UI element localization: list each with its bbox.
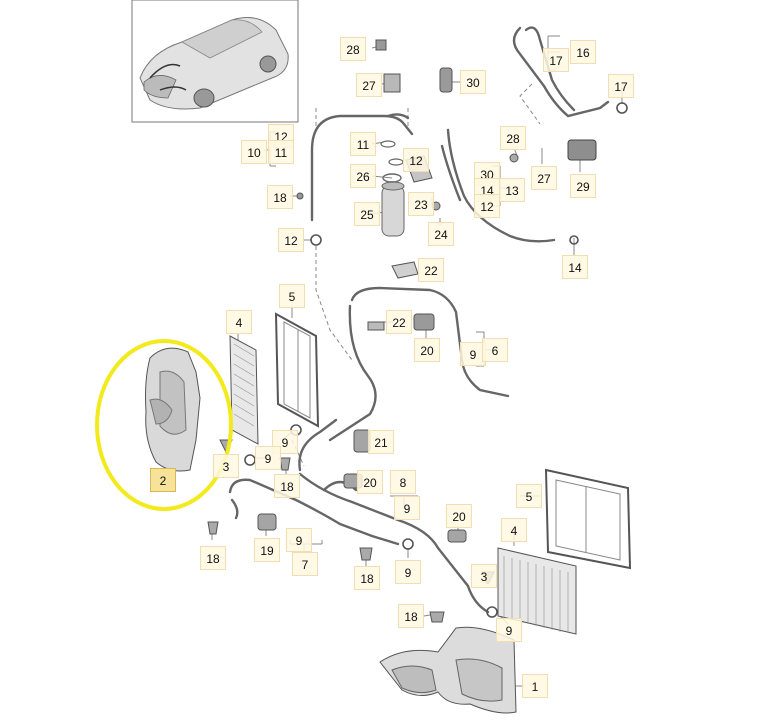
callout-9[interactable]: 9 [395, 560, 421, 584]
callout-29[interactable]: 29 [570, 174, 596, 198]
callout-27[interactable]: 27 [356, 73, 382, 97]
callout-9[interactable]: 9 [272, 430, 298, 454]
callout-9[interactable]: 9 [255, 446, 281, 470]
callout-11[interactable]: 11 [268, 140, 294, 164]
callout-12[interactable]: 12 [278, 228, 304, 252]
car-thumbnail [131, 0, 299, 123]
callout-9[interactable]: 9 [286, 528, 312, 552]
callout-9[interactable]: 9 [394, 496, 420, 520]
callout-20[interactable]: 20 [357, 470, 383, 494]
callout-18[interactable]: 18 [398, 604, 424, 628]
callout-5[interactable]: 5 [279, 284, 305, 308]
callout-5[interactable]: 5 [516, 484, 542, 508]
callout-30[interactable]: 30 [460, 70, 486, 94]
callout-13[interactable]: 13 [499, 178, 525, 202]
callout-4[interactable]: 4 [226, 310, 252, 334]
callout-17[interactable]: 17 [543, 48, 569, 72]
refrigerant-pipes [228, 26, 610, 614]
callout-11[interactable]: 11 [350, 132, 376, 156]
callout-17[interactable]: 17 [608, 74, 634, 98]
callout-27[interactable]: 27 [531, 166, 557, 190]
callout-7[interactable]: 7 [292, 552, 318, 576]
callout-10[interactable]: 10 [241, 140, 267, 164]
callout-14[interactable]: 14 [562, 255, 588, 279]
condenser-upper [229, 335, 259, 445]
callout-20[interactable]: 20 [446, 504, 472, 528]
callout-22[interactable]: 22 [418, 258, 444, 282]
callout-22[interactable]: 22 [386, 310, 412, 334]
callout-12[interactable]: 12 [403, 148, 429, 172]
callout-6[interactable]: 6 [482, 338, 508, 362]
frame-lower [544, 468, 632, 570]
callout-28[interactable]: 28 [340, 37, 366, 61]
callout-9[interactable]: 9 [460, 342, 486, 366]
callout-24[interactable]: 24 [428, 222, 454, 246]
callout-12[interactable]: 12 [474, 194, 500, 218]
air-duct-lower [379, 626, 517, 714]
condenser-lower [497, 547, 577, 635]
callout-3[interactable]: 3 [213, 454, 239, 478]
callout-21[interactable]: 21 [368, 430, 394, 454]
callout-25[interactable]: 25 [354, 202, 380, 226]
callout-28[interactable]: 28 [500, 126, 526, 150]
callout-2-selected[interactable]: 2 [150, 468, 176, 492]
selected-part-highlight [95, 339, 233, 511]
callout-18[interactable]: 18 [274, 474, 300, 498]
callout-18[interactable]: 18 [200, 546, 226, 570]
callout-3[interactable]: 3 [471, 564, 497, 588]
callout-18[interactable]: 18 [354, 566, 380, 590]
callout-20[interactable]: 20 [414, 338, 440, 362]
callout-23[interactable]: 23 [408, 192, 434, 216]
frame-upper [274, 312, 320, 428]
callout-4[interactable]: 4 [501, 518, 527, 542]
callout-18[interactable]: 18 [267, 185, 293, 209]
callout-19[interactable]: 19 [254, 538, 280, 562]
callout-1[interactable]: 1 [522, 674, 548, 698]
callout-8[interactable]: 8 [390, 470, 416, 494]
callout-16[interactable]: 16 [570, 40, 596, 64]
callout-9[interactable]: 9 [496, 618, 522, 642]
air-duct-side [145, 347, 201, 472]
callout-26[interactable]: 26 [350, 164, 376, 188]
